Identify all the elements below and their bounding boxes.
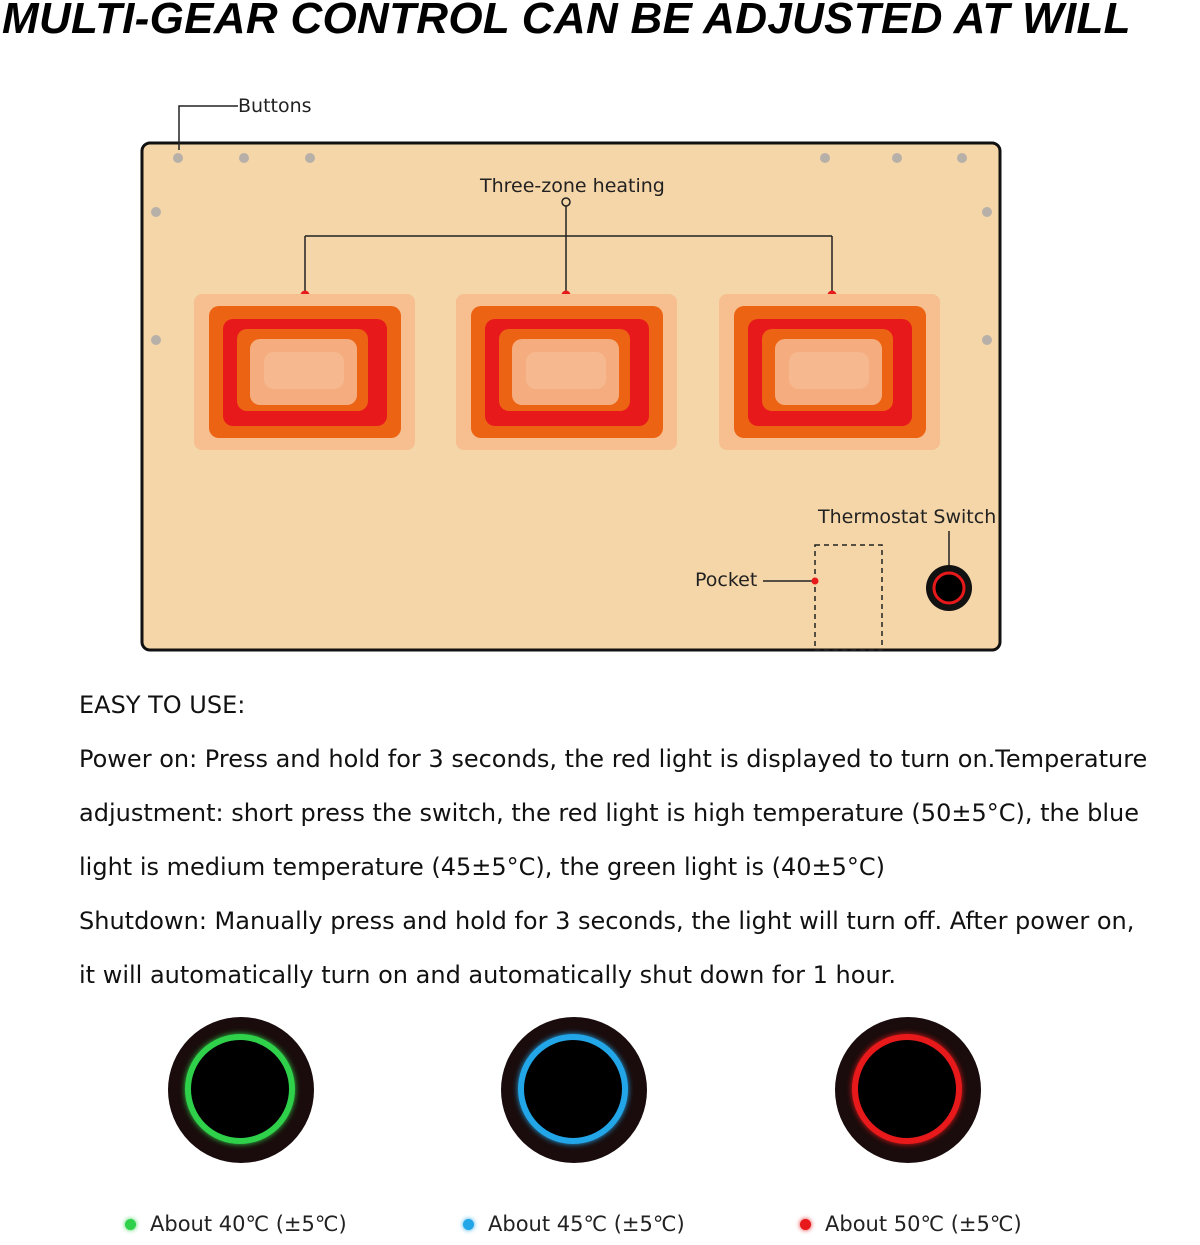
blue-dot-icon <box>463 1218 474 1230</box>
heating-zone-left <box>194 294 415 450</box>
snap-button <box>892 153 902 163</box>
red-mode-knob <box>835 1017 981 1163</box>
heating-pad-diagram: Buttons Three-zone heating <box>140 95 1002 652</box>
blue-mode-knob <box>501 1017 647 1163</box>
snap-button <box>151 207 161 217</box>
green-dot-icon <box>125 1218 136 1230</box>
pocket-outline <box>814 544 883 651</box>
instructions-line: Power on: Press and hold for 3 seconds, … <box>79 745 1148 773</box>
three-zone-label: Three-zone heating <box>479 175 665 197</box>
thermostat-switch <box>926 565 972 611</box>
heating-zone-right <box>719 294 940 450</box>
pocket-label: Pocket <box>695 569 757 591</box>
legend-green: About 40℃ (±5℃) <box>125 1212 347 1236</box>
snap-button <box>305 153 315 163</box>
pad-buttons <box>151 153 992 345</box>
legend-red: About 50℃ (±5℃) <box>800 1212 1022 1236</box>
instructions: EASY TO USE: Power on: Press and hold fo… <box>79 678 1200 1002</box>
snap-button <box>982 207 992 217</box>
snap-button <box>239 153 249 163</box>
three-zone-leader-lines <box>304 206 833 295</box>
thermostat-label: Thermostat Switch <box>817 506 996 528</box>
snap-button <box>982 335 992 345</box>
snap-button <box>820 153 830 163</box>
instructions-line: adjustment: short press the switch, the … <box>79 799 1139 827</box>
legend-label: About 50℃ (±5℃) <box>825 1212 1022 1236</box>
instructions-heading: EASY TO USE: <box>79 691 246 719</box>
instructions-line: Shutdown: Manually press and hold for 3 … <box>79 907 1135 935</box>
red-dot-icon <box>800 1218 811 1230</box>
snap-button <box>957 153 967 163</box>
snap-button <box>151 335 161 345</box>
snap-button <box>173 153 183 163</box>
buttons-label: Buttons <box>238 95 312 117</box>
heating-zone-middle <box>456 294 677 450</box>
legend-blue: About 45℃ (±5℃) <box>463 1212 685 1236</box>
page-title: MULTI-GEAR CONTROL CAN BE ADJUSTED AT WI… <box>2 0 1131 43</box>
green-mode-knob <box>168 1017 314 1163</box>
legend-label: About 45℃ (±5℃) <box>488 1212 685 1236</box>
pocket-marker <box>811 577 819 585</box>
instructions-line: light is medium temperature (45±5°C), th… <box>79 853 886 881</box>
legend-label: About 40℃ (±5℃) <box>150 1212 347 1236</box>
buttons-leader-line <box>178 105 238 150</box>
instructions-line: it will automatically turn on and automa… <box>79 961 896 989</box>
